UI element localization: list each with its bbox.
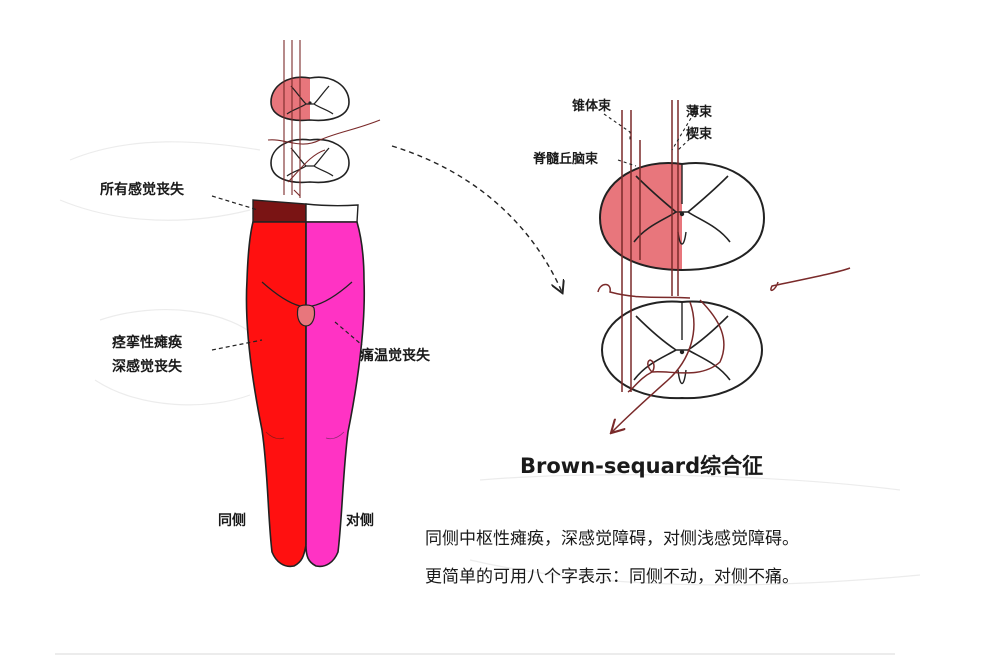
large-spinal-section-lower	[600, 300, 764, 400]
small-tracts	[267, 40, 381, 198]
label-pain-temp-loss: 痛温觉丧失	[360, 348, 430, 364]
label-deep-sensation-loss: 深感觉丧失	[112, 359, 182, 375]
background-sketch	[59, 141, 921, 586]
legs-figure	[245, 199, 366, 568]
tract-lines	[597, 100, 851, 432]
lesion-band	[252, 199, 307, 223]
label-all-sensation-loss: 所有感觉丧失	[100, 182, 184, 198]
leg-label-leaders	[211, 195, 363, 351]
small-spinal-section-upper	[270, 76, 350, 122]
ipsilateral-leg	[245, 221, 307, 568]
description-line-1: 同侧中枢性瘫痪，深感觉障碍，对侧浅感觉障碍。	[425, 529, 799, 549]
diagram-title: Brown-sequard综合征	[520, 454, 764, 478]
zoom-arrow	[391, 145, 562, 292]
label-gracile: 薄束	[686, 105, 713, 120]
label-contralateral: 对侧	[346, 513, 374, 529]
contralateral-leg	[305, 221, 366, 568]
label-spinothalamic: 脊髓丘脑束	[533, 152, 599, 167]
label-spastic-paralysis: 痉挛性瘫痪	[112, 335, 182, 351]
large-spinal-section-upper	[598, 162, 766, 272]
label-ipsilateral: 同侧	[218, 513, 246, 529]
small-spinal-section-lower	[270, 138, 350, 184]
description-line-2: 更简单的可用八个字表示：同侧不动，对侧不痛。	[425, 567, 799, 587]
label-cuneate: 楔束	[686, 127, 713, 142]
tract-label-leaders	[603, 112, 695, 167]
label-corticospinal: 锥体束	[572, 99, 612, 114]
